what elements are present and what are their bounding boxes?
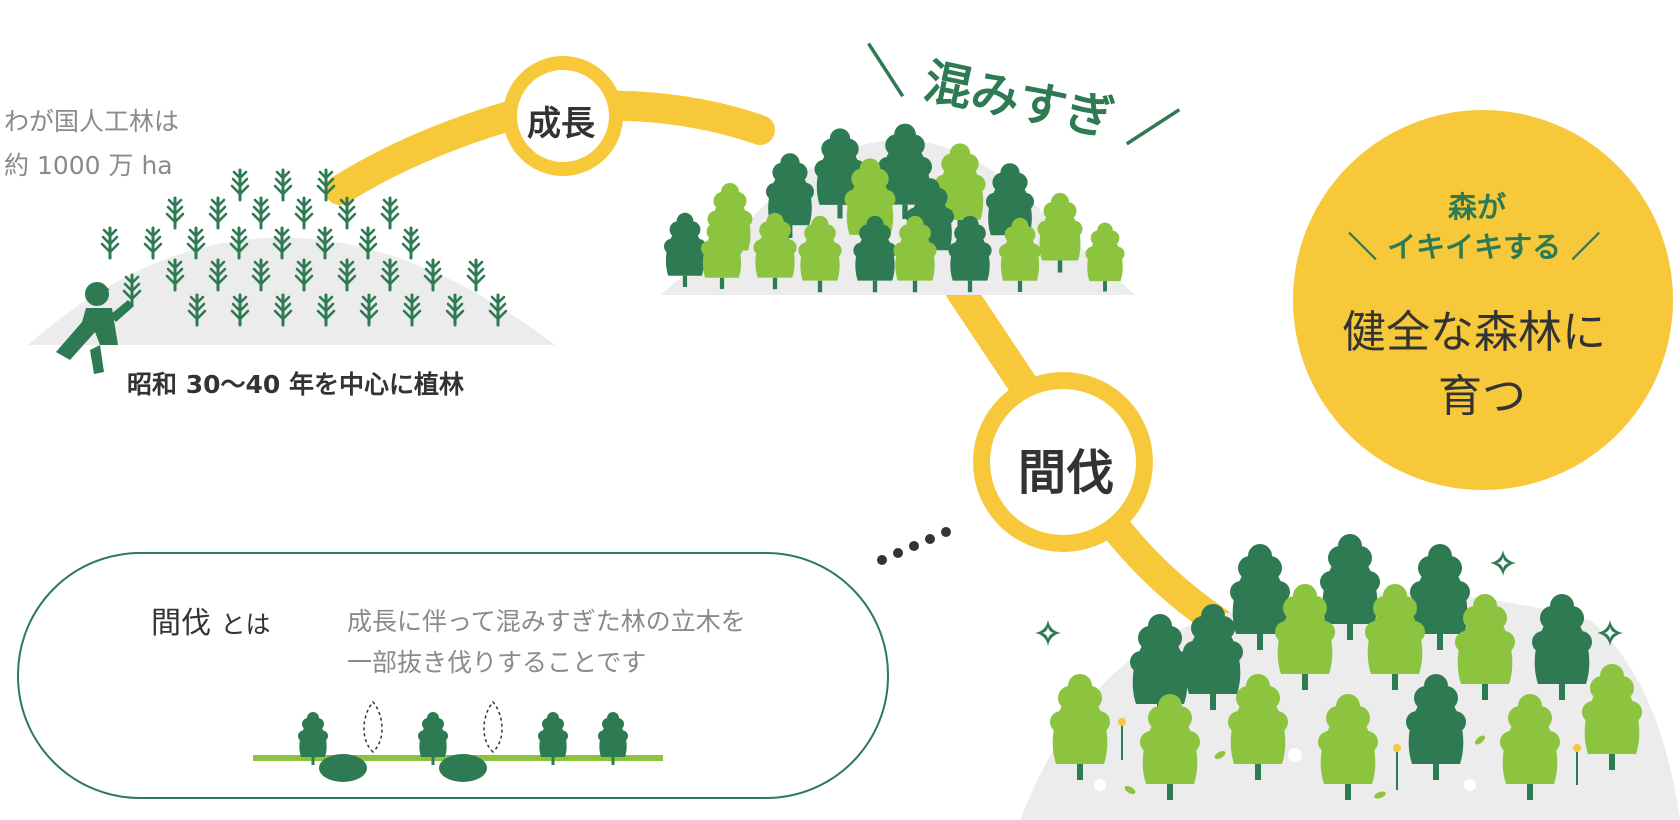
definition-term-suffix: とは	[220, 610, 271, 639]
intro-text-line2: 約 1000 万 ha	[4, 151, 173, 180]
thinning-node	[973, 372, 1153, 552]
planter-person-icon	[56, 273, 142, 374]
crowded-forest	[660, 123, 1135, 295]
planting-hill	[28, 237, 555, 345]
definition-term-word: 間伐	[151, 606, 211, 641]
thinning-label: 間伐	[1018, 445, 1115, 501]
definition-term: 間伐 とは	[151, 598, 271, 642]
definition-box	[17, 552, 889, 799]
definition-line2: 一部抜き伐りすることです	[347, 648, 647, 677]
intro-text-line1: わが国人工林は	[4, 107, 180, 136]
result-tagline-top: 森が	[1448, 190, 1507, 224]
planting-caption: 昭和 30〜40 年を中心に植林	[127, 370, 464, 399]
result-main-line2: 育つ	[1438, 371, 1526, 422]
result-tagline-bottom: ＼ イキイキする ／	[1348, 230, 1601, 264]
definition-line1: 成長に伴って混みすぎた林の立木を	[347, 607, 746, 636]
ellipsis-dots	[877, 527, 951, 565]
result-main-line1: 健全な森林に	[1342, 307, 1606, 358]
result-circle	[1293, 110, 1673, 490]
growth-node	[503, 56, 623, 176]
growth-label: 成長	[527, 104, 595, 144]
healthy-forest	[1020, 534, 1680, 820]
